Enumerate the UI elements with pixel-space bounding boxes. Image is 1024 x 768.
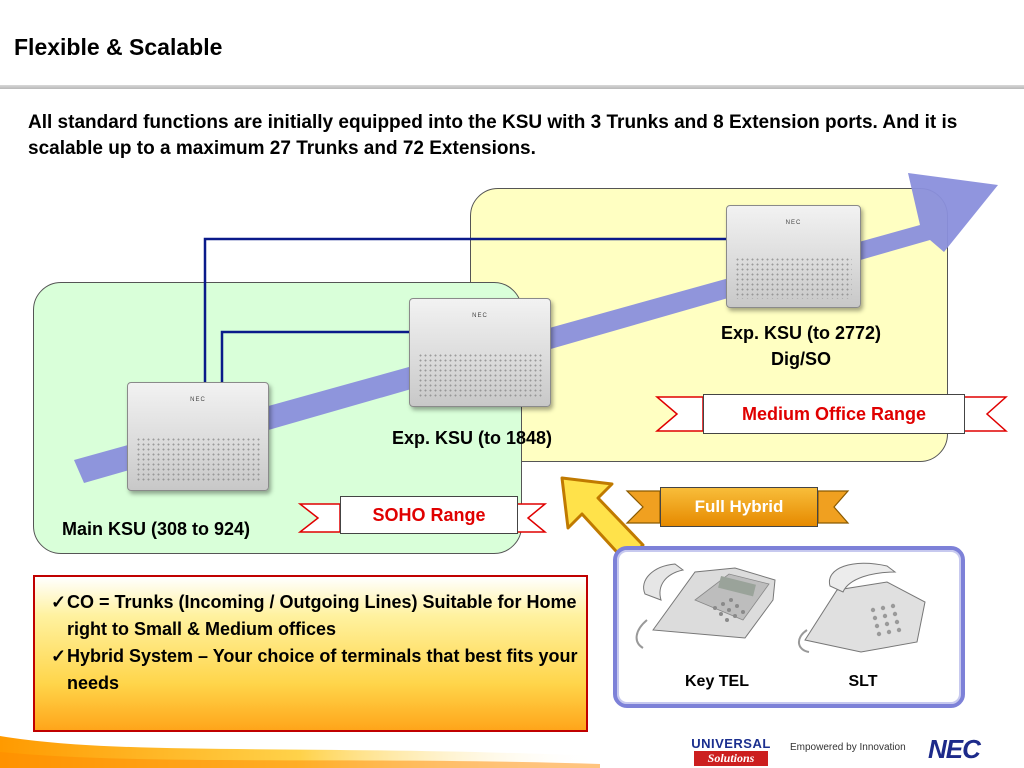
medium-office-range-ribbon: Medium Office Range — [703, 394, 965, 434]
ksu-logo: NEC — [190, 397, 206, 403]
universal-solutions-logo: UNIVERSAL Solutions — [690, 736, 772, 766]
connector-line-mid — [220, 330, 412, 385]
growth-arrow — [74, 173, 998, 483]
exp-ksu-1-label: Exp. KSU (to 1848) — [392, 428, 553, 448]
hybrid-ribbon-left-tail — [625, 490, 661, 524]
main-ksu-unit: NEC — [127, 382, 269, 491]
ksu-grille — [136, 437, 260, 482]
universal-logo-top: UNIVERSAL — [691, 736, 771, 751]
key-tel-phone-icon — [635, 563, 776, 649]
page-title: Flexible & Scalable — [14, 34, 223, 60]
medium-ribbon-left-tail — [654, 396, 704, 432]
checkmark-icon: ✓ — [51, 646, 67, 666]
ksu-grille — [735, 256, 852, 299]
bullet-item: ✓ Hybrid System – Your choice of termina… — [51, 643, 578, 697]
exp-ksu-2-label-line1: Exp. KSU (to 2772) — [720, 323, 882, 343]
exp-ksu-2-label: Exp. KSU (to 2772) Dig/SO — [676, 320, 926, 372]
exp-ksu-unit-2: NEC — [726, 205, 861, 308]
exp-ksu-unit-1: NEC — [409, 298, 551, 407]
bullet-text: CO = Trunks (Incoming / Outgoing Lines) … — [67, 592, 577, 639]
universal-logo-bottom: Solutions — [694, 751, 768, 766]
checkmark-icon: ✓ — [51, 592, 67, 612]
soho-ribbon-left-tail — [297, 503, 341, 533]
intro-text: All standard functions are initially equ… — [28, 112, 958, 159]
hybrid-ribbon-right-tail — [817, 490, 850, 524]
exp-ksu-2-label-line2: Dig/SO — [770, 349, 831, 369]
footer-tagline: Empowered by Innovation — [790, 742, 906, 753]
soho-ribbon-right-tail — [515, 503, 548, 533]
medium-ribbon-right-tail — [962, 396, 1008, 432]
nec-logo: NEC — [928, 734, 981, 764]
soho-range-ribbon: SOHO Range — [340, 496, 518, 534]
bullet-item: ✓ CO = Trunks (Incoming / Outgoing Lines… — [51, 589, 578, 643]
terminal-phones — [635, 562, 926, 653]
slt-label: SLT — [848, 673, 878, 690]
bullet-text: Hybrid System – Your choice of terminals… — [67, 646, 578, 693]
title-divider — [0, 85, 1024, 89]
full-hybrid-ribbon: Full Hybrid — [660, 487, 818, 527]
ksu-logo: NEC — [472, 313, 488, 319]
ksu-logo: NEC — [785, 220, 802, 226]
footer-wave-decoration — [0, 736, 600, 768]
slt-phone-icon — [798, 562, 926, 653]
connector-line-top — [203, 237, 728, 385]
main-ksu-label: Main KSU (308 to 924) — [62, 519, 251, 539]
key-tel-label: Key TEL — [684, 673, 749, 690]
info-box: ✓ CO = Trunks (Incoming / Outgoing Lines… — [33, 575, 588, 732]
ksu-grille — [418, 353, 542, 398]
